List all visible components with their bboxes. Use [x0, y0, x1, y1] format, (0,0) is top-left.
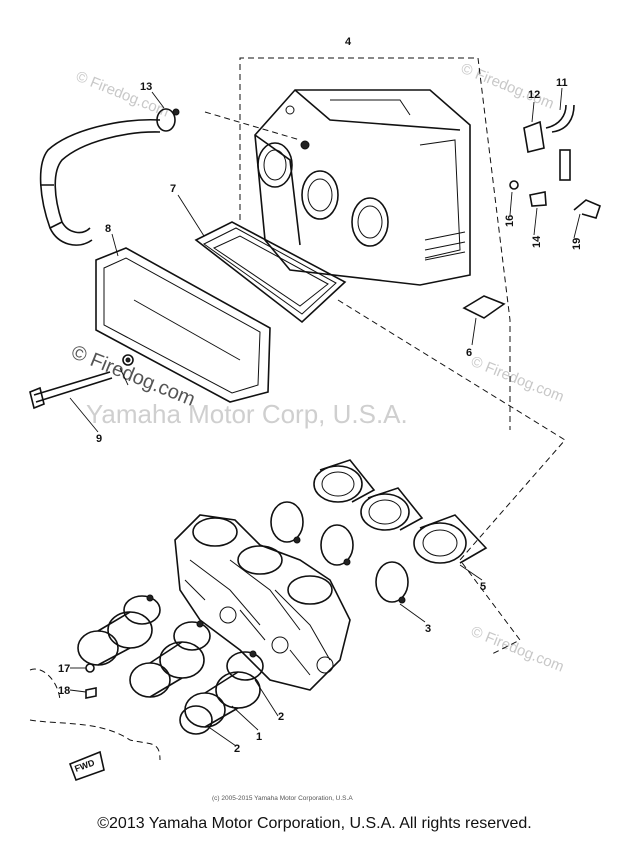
hose-clamps-3 [270, 501, 426, 623]
watermark-firedog: © Firedog.com [459, 60, 557, 113]
callout-4: 4 [345, 36, 352, 48]
callout-15: 14 [531, 235, 543, 248]
small-parts-17-18 [29, 663, 161, 761]
callout-1: 1 [256, 731, 262, 743]
callout-2-a: 2 [278, 711, 284, 723]
fwd-label: FWD [73, 757, 96, 774]
callouts: 4 13 12 11 7 8 16 14 19 6 9 10 11 5 3 17… [58, 36, 583, 755]
watermark-yamaha: Yamaha Motor Corp, U.S.A. [86, 399, 408, 429]
callout-6: 6 [466, 347, 472, 359]
breather-hose [39, 118, 161, 246]
watermark-firedog: © Firedog.com [74, 68, 172, 121]
callout-18: 18 [58, 685, 70, 697]
watermarks: © Firedog.com © Firedog.com © Firedog.co… [68, 60, 566, 676]
callout-2-b: 2 [234, 743, 240, 755]
callout-13: 12 [528, 89, 540, 101]
carburetor-assembly [174, 514, 351, 691]
filter-element-7 [177, 194, 347, 324]
watermark-firedog: © Firedog.com [469, 623, 567, 676]
cover-bolt-9 [29, 354, 134, 433]
callout-14: 13 [140, 81, 152, 93]
air-filter-case [254, 89, 471, 286]
callout-3: 3 [425, 623, 431, 635]
callout-8: 8 [105, 223, 111, 235]
callout-5: 5 [480, 581, 486, 593]
callout-16: 16 [504, 215, 516, 227]
small-fittings [509, 87, 601, 239]
intake-clamps-2 [123, 594, 279, 747]
intake-joints-1 [77, 611, 261, 731]
callout-9: 9 [96, 433, 102, 445]
watermark-firedog: © Firedog.com [469, 353, 567, 406]
small-copyright: (c) 2005-2015 Yamaha Motor Corporation, … [212, 795, 353, 802]
hose-clamp-14 [151, 91, 180, 132]
filter-cover-8 [95, 233, 271, 403]
callout-12: 11 [556, 77, 568, 89]
assembly-boundary [204, 57, 566, 656]
callout-7: 7 [170, 183, 176, 195]
pad-6 [462, 295, 506, 346]
callout-19: 19 [571, 238, 583, 250]
air-joints-5 [313, 459, 488, 581]
fwd-arrow: FWD [68, 750, 105, 782]
callout-17: 17 [58, 663, 70, 675]
copyright-footer: ©2013 Yamaha Motor Corporation, U.S.A. A… [97, 815, 532, 832]
